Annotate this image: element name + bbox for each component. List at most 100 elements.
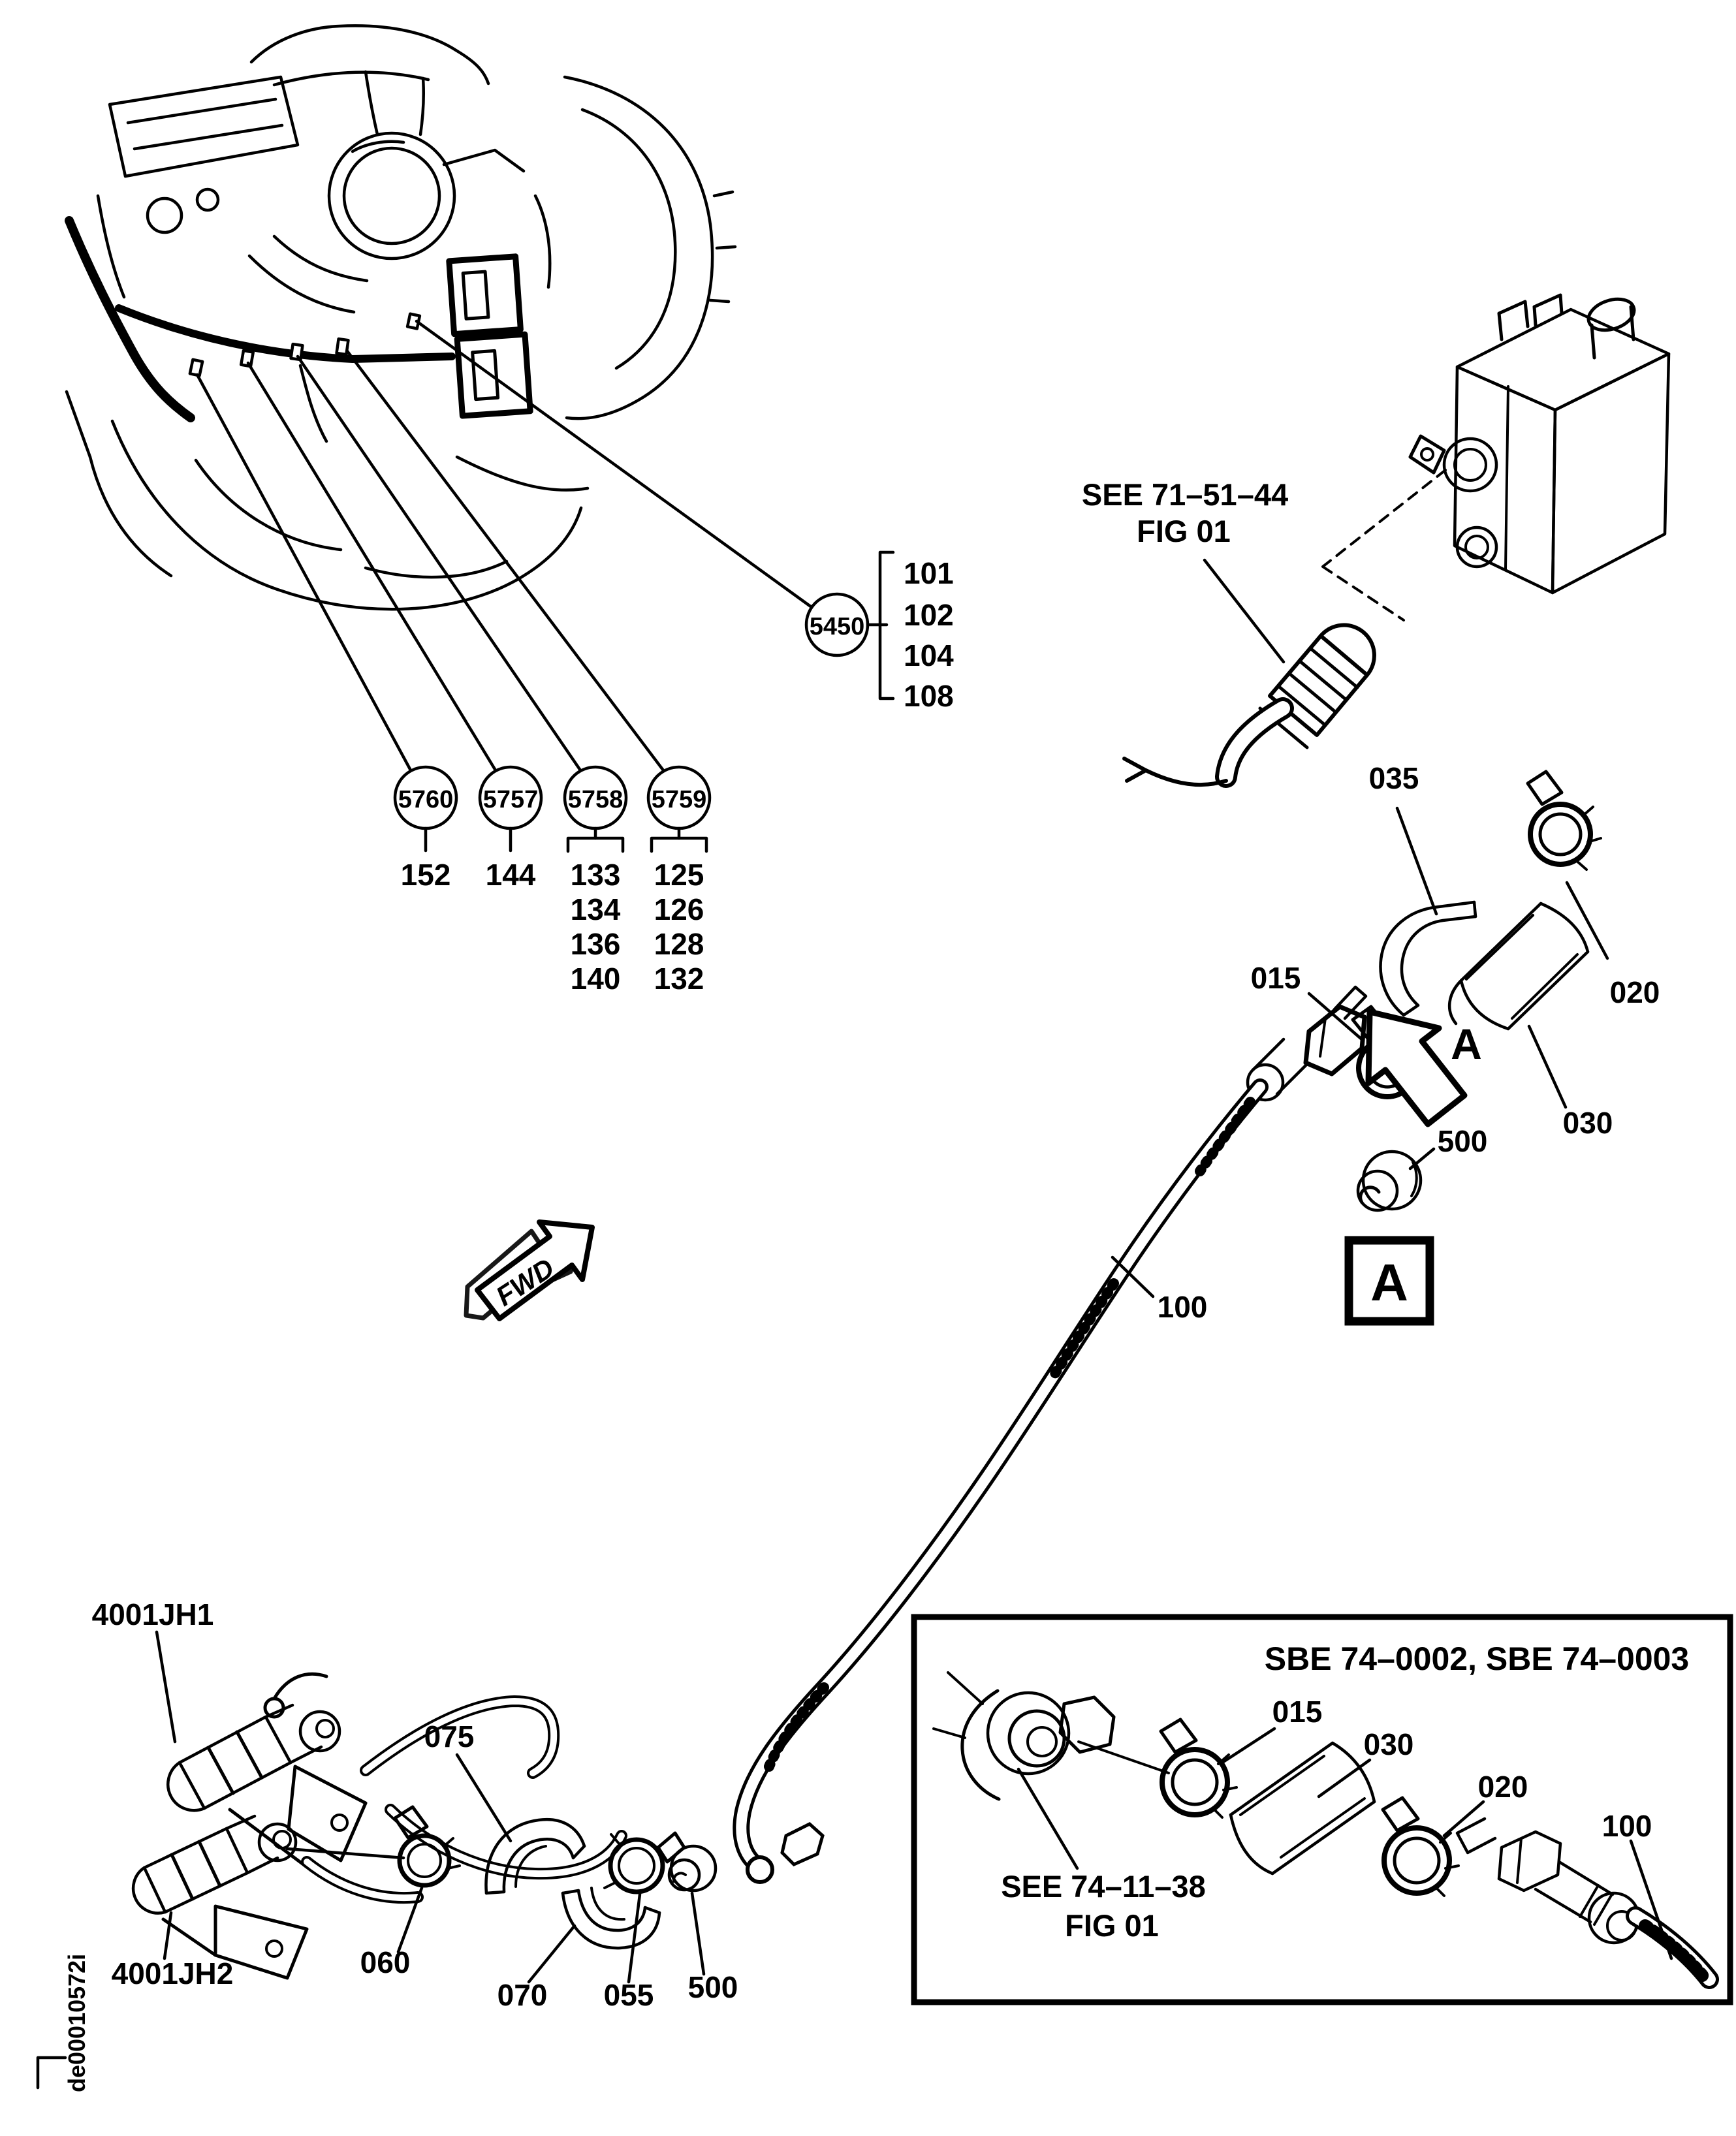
leader-line-5759: [345, 349, 665, 772]
label-035: 035: [1369, 761, 1419, 795]
reservoir-port-lower: [1455, 526, 1498, 569]
label-500: 500: [1438, 1124, 1488, 1158]
callout-item: 102: [904, 598, 954, 632]
hose-end-nut: [780, 1822, 825, 1866]
callout-item: 128: [654, 927, 704, 961]
callout-5760: 5760 152: [393, 765, 458, 892]
hose-fitting-assembly: [1246, 985, 1368, 1102]
retainer-clip-035: [1379, 900, 1477, 1017]
callout-id-5757: 5757: [483, 786, 539, 813]
sleeve-030: [1447, 902, 1590, 1031]
engine-illustration: [65, 24, 737, 611]
nozzle-pointer-line: [285, 1847, 405, 1860]
wiring-harness: [115, 304, 456, 363]
filler-neck: [1590, 305, 1635, 360]
hose-end-cap: [746, 1855, 774, 1884]
items-bracket: [650, 836, 708, 853]
label-055: 055: [604, 1978, 654, 2012]
callout-item: 140: [571, 962, 621, 996]
harness-clip: [239, 349, 255, 368]
callout-item: 152: [401, 858, 451, 892]
wire-lead: [1144, 768, 1228, 787]
inset-clamp-015: [1159, 1718, 1238, 1819]
inset-label-030: 030: [1364, 1727, 1414, 1761]
callout-5758: 5758 133 134 136 140: [563, 765, 628, 996]
callout-item: 125: [654, 858, 704, 892]
ref-note-top: SEE 71–51–44 FIG 01: [1082, 477, 1288, 664]
exploded-parts-bottom: [393, 1753, 718, 1984]
label-500-bottom: 500: [688, 1970, 738, 2004]
part-labels: 035 020 015 030 500 100 4001JH1 4001JH2 …: [92, 761, 1660, 2012]
fwd-arrow-icon: FWD: [464, 1219, 595, 1321]
inset-see-leader: [1017, 1767, 1079, 1870]
inset-label-100: 100: [1602, 1809, 1652, 1843]
leader-line-5450: [415, 319, 813, 609]
injector-4001jh2: [131, 1814, 309, 1980]
inset-ref-line2: FIG 01: [1065, 1908, 1159, 1943]
callout-item: 108: [904, 679, 954, 713]
dark-hose: [65, 216, 195, 422]
corner-mark: [36, 2056, 67, 2090]
label-020: 020: [1610, 975, 1660, 1009]
exploded-parts-main: [1307, 770, 1609, 1109]
callout-id-5759: 5759: [652, 786, 707, 813]
cover-070: [561, 1887, 661, 1950]
callout-5450: 5450 101 102 104 108: [804, 550, 954, 713]
harness-clip: [335, 337, 350, 356]
grommet-500-bottom: [667, 1844, 718, 1893]
label-070: 070: [497, 1978, 548, 2012]
callout-id-5758: 5758: [568, 786, 623, 813]
inset-sleeve-030: [1229, 1741, 1376, 1876]
callout-item: 126: [654, 892, 704, 926]
callout-item: 136: [571, 927, 621, 961]
inset-box: SBE 74–0002, SBE 74–0003 015 030 020 100…: [911, 1614, 1733, 2005]
leader-line-4001jh1: [155, 1630, 177, 1744]
leader-line-5760: [195, 373, 413, 772]
hose-braid-section: [1639, 1919, 1712, 1986]
injector-assembly: [131, 1630, 627, 1980]
inset-label-015: 015: [1272, 1695, 1323, 1729]
harness-clip: [289, 342, 304, 362]
leader-line-500: [1408, 1147, 1436, 1170]
callout-item: 132: [654, 962, 704, 996]
detail-arrow-icon: [1365, 1009, 1468, 1127]
leader-line-5758: [296, 354, 582, 772]
items-bracket: [566, 836, 625, 853]
leader-line-5757: [246, 361, 497, 772]
watermark-text: de00010572i: [63, 1954, 90, 2092]
clamp-020: [1526, 770, 1602, 871]
clamp-060: [393, 1805, 461, 1888]
label-075: 075: [424, 1720, 475, 1753]
inset-connector: [932, 1671, 1170, 1801]
callout-5759: 5759 125 126 128 132: [646, 765, 712, 996]
hose-braid-section: [1047, 1278, 1119, 1383]
inset-heading: SBE 74–0002, SBE 74–0003: [1265, 1641, 1690, 1677]
grommet-500: [1356, 1150, 1423, 1212]
callout-item: 101: [904, 556, 954, 590]
ref-note-line1: SEE 71–51–44: [1082, 477, 1288, 512]
ref-note-line2: FIG 01: [1137, 514, 1231, 548]
injector-tubes: [301, 1695, 627, 1904]
label-100: 100: [1158, 1290, 1208, 1324]
label-060: 060: [360, 1945, 411, 1979]
label-4001jh2: 4001JH2: [112, 1956, 234, 1990]
callout-id-5760: 5760: [398, 786, 454, 813]
inset-clamp-020: [1381, 1796, 1460, 1897]
hex-nut: [1303, 1004, 1367, 1076]
bottom-leader-lines: [396, 1753, 706, 1984]
detail-box-letter: A: [1370, 1253, 1408, 1311]
drawing-number: de00010572i: [36, 1954, 90, 2092]
inset-ref-line1: SEE 74–11–38: [1001, 1869, 1206, 1904]
reservoir-component: [1321, 293, 1671, 621]
inset-leader-lines: [1220, 1727, 1673, 1960]
leader-line-4001jh2: [163, 1911, 173, 1960]
callout-item: 133: [571, 858, 621, 892]
callout-item: 104: [904, 638, 954, 672]
leader-line-100: [1111, 1255, 1155, 1298]
inset-fitting-100: [1455, 1817, 1719, 1989]
detail-pointer-dashed: [1321, 469, 1447, 621]
detail-box-marker: A: [1344, 1236, 1434, 1326]
fuel-hose-100: [733, 1078, 1269, 1884]
